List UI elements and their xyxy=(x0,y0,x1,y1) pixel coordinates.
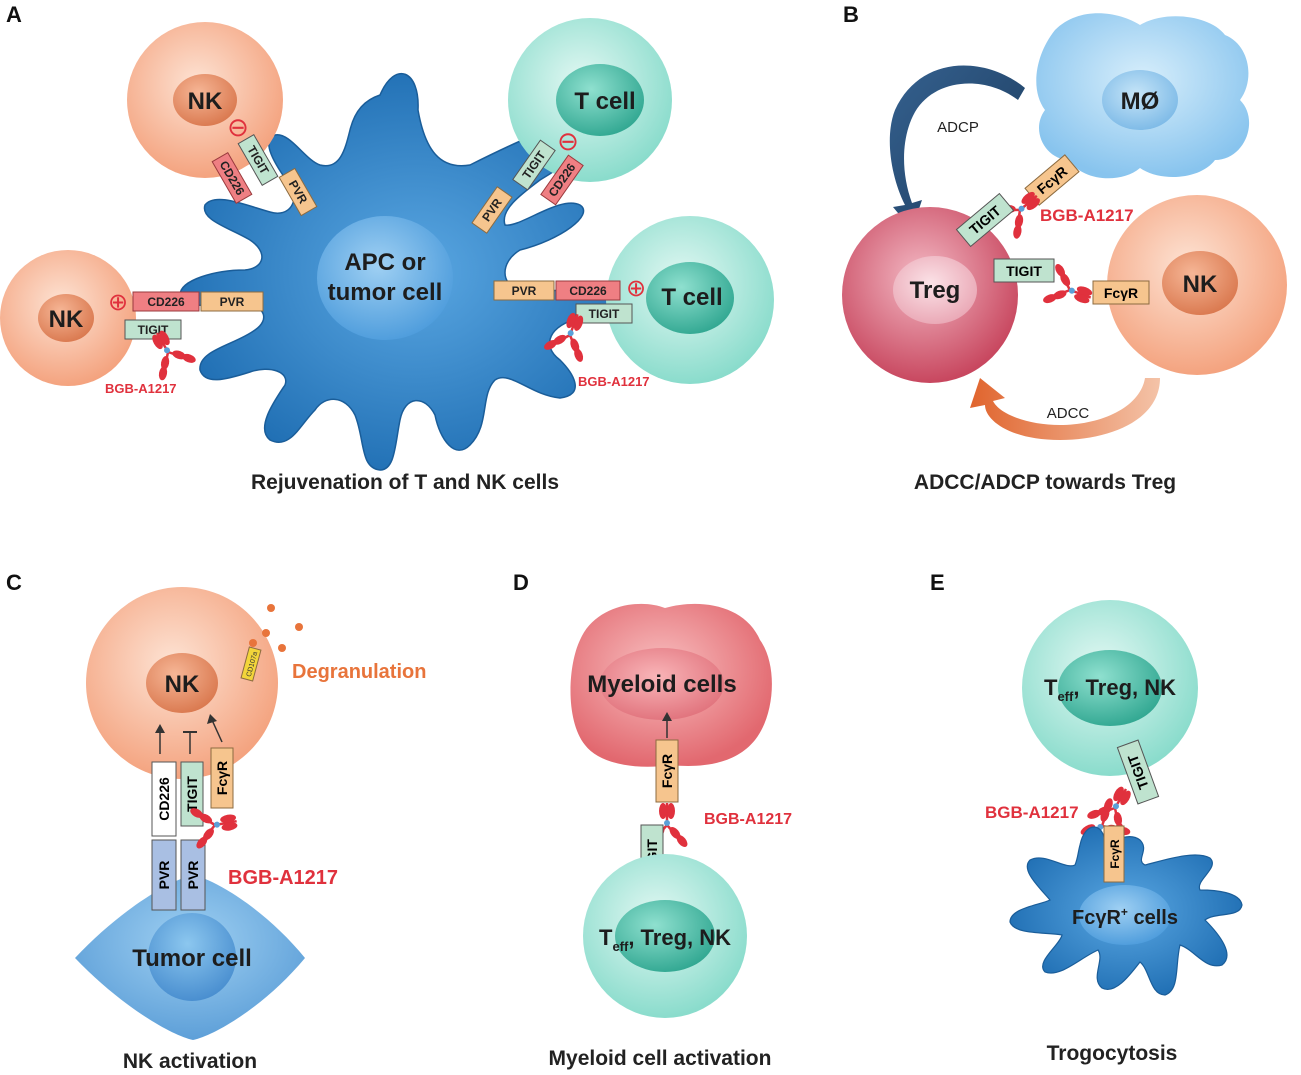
apc-label-1: APC or xyxy=(344,249,425,276)
svg-text:CD226: CD226 xyxy=(156,777,172,821)
svg-text:FcγR: FcγR xyxy=(659,754,675,788)
antibody-e-label: BGB-A1217 xyxy=(985,803,1079,822)
myeloid-label: Myeloid cells xyxy=(587,671,736,698)
tumor-label: Tumor cell xyxy=(132,945,252,972)
svg-text:TIGIT: TIGIT xyxy=(184,776,200,812)
nk-c-label: NK xyxy=(165,671,200,698)
activate-sign-right: ⊕ xyxy=(626,275,646,302)
activate-sign-left: ⊕ xyxy=(108,289,128,316)
tigit-receptor-b2: TIGIT xyxy=(993,258,1055,283)
nk-nucleus-left xyxy=(38,294,94,342)
svg-text:FcγR: FcγR xyxy=(214,761,230,795)
apc-label-2: tumor cell xyxy=(328,279,443,306)
teff-nucleus-d xyxy=(615,900,715,972)
panel-c-caption: NK activation xyxy=(123,1050,257,1073)
panel-c: C Tumor cell NK CD107a Degranulation CD2… xyxy=(6,570,426,1073)
fcyr-receptor-b2: FcγR xyxy=(1092,280,1150,305)
panel-d-caption: Myeloid cell activation xyxy=(549,1047,772,1070)
fcyr-positive-nucleus xyxy=(1079,885,1171,945)
inhibit-sign-top-left: ⊖ xyxy=(227,112,249,142)
cd226-receptor-c: CD226 xyxy=(151,761,177,837)
svg-text:CD226: CD226 xyxy=(569,284,607,298)
panel-e-caption: Trogocytosis xyxy=(1047,1042,1178,1065)
svg-text:CD226: CD226 xyxy=(147,295,185,309)
antibody-b-label: BGB-A1217 xyxy=(1040,206,1134,225)
fcyr-receptor-d: FcγR xyxy=(655,739,679,803)
granule-5 xyxy=(278,644,286,652)
panel-a: A APC or tumor cell NK ⊖ TIGIT CD226 PVR… xyxy=(0,2,774,494)
panel-c-letter: C xyxy=(6,570,22,595)
t-right-label: T cell xyxy=(661,284,722,311)
teff-nucleus-e xyxy=(1058,650,1162,726)
antibody-d-label: BGB-A1217 xyxy=(704,811,792,828)
panel-e-letter: E xyxy=(930,570,945,595)
treg-label: Treg xyxy=(910,277,961,304)
macrophage-nucleus xyxy=(1102,70,1178,130)
apc-nucleus xyxy=(317,216,453,340)
fcyr-receptor-e: FcγR xyxy=(1103,825,1125,883)
antibody-a-left-label: BGB-A1217 xyxy=(105,381,177,396)
nk-b-label: NK xyxy=(1183,271,1218,298)
antibody-a-right-label: BGB-A1217 xyxy=(578,374,650,389)
panel-e: E Teff, Treg, NK TIGIT BGB-A1217 FcγR+ c… xyxy=(930,570,1243,1065)
t-nucleus-right xyxy=(646,262,734,334)
degranulation-label: Degranulation xyxy=(292,661,426,683)
macrophage-label: MØ xyxy=(1121,88,1160,115)
cd226-receptor-a4: CD226 xyxy=(555,280,621,301)
panel-b-letter: B xyxy=(843,2,859,27)
svg-text:PVR: PVR xyxy=(156,861,172,890)
adcp-label: ADCP xyxy=(937,119,979,136)
svg-text:TIGIT: TIGIT xyxy=(589,307,620,321)
nk-nucleus-b xyxy=(1162,251,1238,315)
panel-d-letter: D xyxy=(513,570,529,595)
panel-b: B ADCP MØ FcγR BGB-A1217 Treg TIGIT TIGI… xyxy=(842,2,1287,494)
adcc-label: ADCC xyxy=(1047,405,1090,422)
svg-text:PVR: PVR xyxy=(512,284,537,298)
pvr-receptor-c1: PVR xyxy=(151,839,177,911)
granule-4 xyxy=(249,639,257,647)
svg-text:FcγR: FcγR xyxy=(1104,285,1138,301)
activation-arrow-c2 xyxy=(211,719,223,743)
fcyr-cells-label: FcγR+ cells xyxy=(1072,905,1178,929)
adcc-arrow xyxy=(970,378,1160,440)
tigit-receptor-a4: TIGIT xyxy=(575,303,633,324)
svg-text:TIGIT: TIGIT xyxy=(1006,263,1042,279)
granule-3 xyxy=(262,629,270,637)
svg-text:PVR: PVR xyxy=(185,861,201,890)
myeloid-nucleus xyxy=(600,648,724,720)
panel-a-letter: A xyxy=(6,2,22,27)
granule-1 xyxy=(267,604,275,612)
teff-label-e: Teff, Treg, NK xyxy=(1044,675,1176,704)
svg-text:FcγR: FcγR xyxy=(1108,839,1122,869)
granule-2 xyxy=(295,623,303,631)
panel-d: D Myeloid cells FcγR BGB-A1217 TIGIT Tef… xyxy=(513,570,792,1070)
nk-nucleus-c xyxy=(146,653,218,713)
nk-nucleus-top xyxy=(173,74,237,126)
panel-a-caption: Rejuvenation of T and NK cells xyxy=(251,471,559,494)
svg-text:PVR: PVR xyxy=(220,295,245,309)
tumor-nucleus xyxy=(148,913,236,1001)
fcyr-receptor-c: FcγR xyxy=(210,747,234,809)
cd226-receptor-a3: CD226 xyxy=(132,291,200,312)
teff-label-d: Teff, Treg, NK xyxy=(599,925,731,954)
t-top-label: T cell xyxy=(574,88,635,115)
cd107a-marker: CD107a xyxy=(240,646,262,682)
t-nucleus-top xyxy=(556,64,644,136)
inhibit-sign-top-right: ⊖ xyxy=(557,126,579,156)
tigit-receptor-a3: TIGIT xyxy=(124,319,182,340)
pvr-receptor-c2: PVR xyxy=(180,839,206,911)
treg-nucleus xyxy=(893,256,977,324)
nk-top-label: NK xyxy=(188,88,223,115)
cd226-receptor-a1: CD226 xyxy=(211,152,253,204)
panel-b-caption: ADCC/ADCP towards Treg xyxy=(914,471,1176,494)
pvr-receptor-a3: PVR xyxy=(200,291,264,312)
nk-left-label: NK xyxy=(49,306,84,333)
antibody-c-label: BGB-A1217 xyxy=(228,867,338,889)
pvr-receptor-a4: PVR xyxy=(493,280,555,301)
